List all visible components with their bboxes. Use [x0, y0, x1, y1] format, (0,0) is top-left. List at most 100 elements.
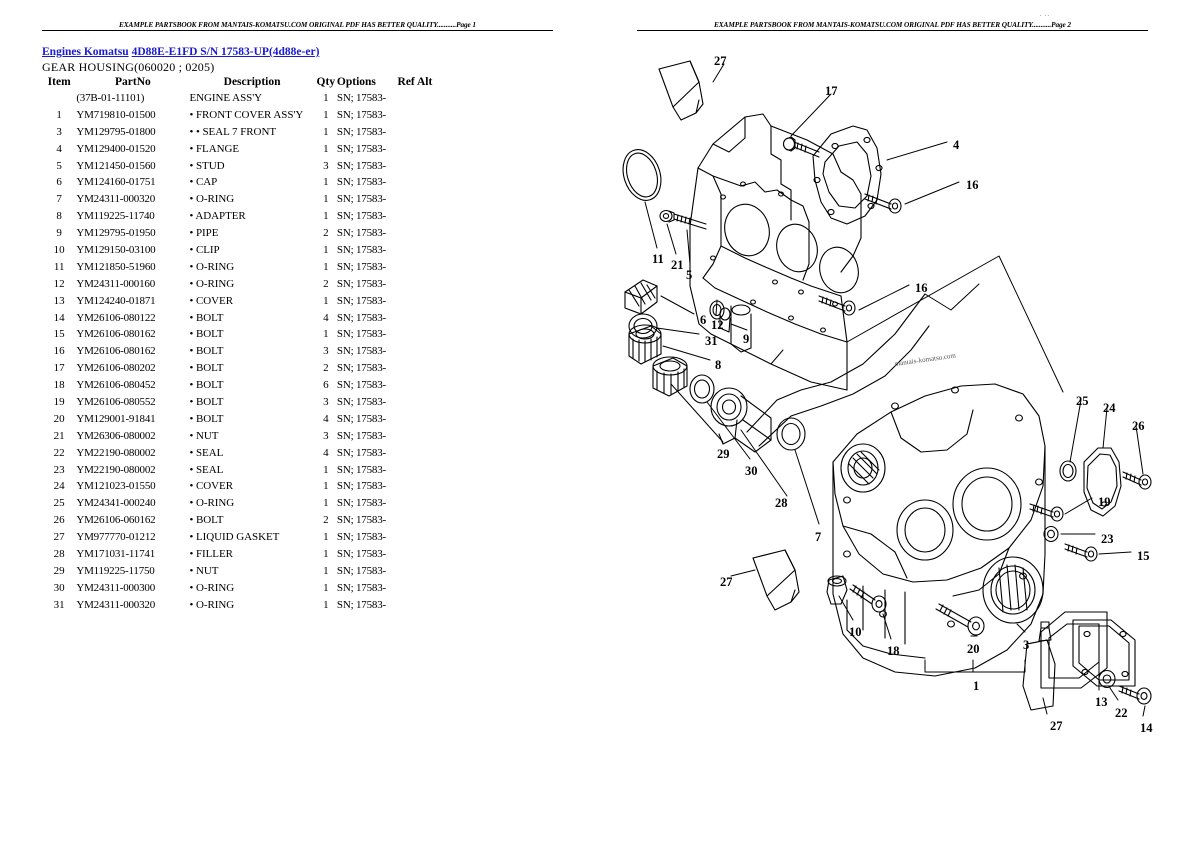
- table-row-qty: 1: [323, 328, 329, 341]
- part-bolt-14: [1118, 685, 1152, 705]
- table-row-description: • LIQUID GASKET: [189, 531, 280, 544]
- diagram-callout-8[interactable]: 8: [715, 358, 722, 372]
- table-row-refalt: [398, 345, 442, 362]
- table-row-description: • BOLT: [189, 514, 224, 527]
- model-link[interactable]: 4D88E-E1FD S/N 17583-UP(4d88e-er): [131, 46, 320, 58]
- table-row-options: SN; 17583-: [336, 463, 386, 476]
- diagram-callout-22[interactable]: 22: [1115, 706, 1128, 720]
- table-row-partno: YM129795-01950: [76, 227, 156, 240]
- diagram-callout-7[interactable]: 7: [815, 530, 822, 544]
- table-row-partno: YM24341-000240: [76, 497, 156, 510]
- table-row-options: SN; 17583-: [336, 210, 386, 223]
- table-row-description: • BOLT: [189, 311, 224, 324]
- diagram-callout-23[interactable]: 23: [1101, 532, 1114, 546]
- table-row-description: • CLIP: [189, 244, 220, 257]
- diagram-callout-16[interactable]: 16: [966, 178, 979, 192]
- diagram-callout-21[interactable]: 21: [671, 258, 684, 272]
- diagram-callout-1[interactable]: 1: [973, 679, 980, 693]
- diagram-callout-27[interactable]: 27: [1050, 719, 1063, 733]
- table-row-partno: YM26106-080552: [76, 396, 156, 409]
- page-header-right: EXAMPLE PARTSBOOK FROM MANTAIS-KOMATSU.C…: [637, 20, 1148, 36]
- diagram-callout-11[interactable]: 11: [652, 252, 664, 266]
- table-row-qty: 1: [323, 548, 329, 561]
- table-row-item: 30: [53, 581, 65, 594]
- table-row-qty: 1: [323, 497, 329, 510]
- breadcrumb-engines-komatsu[interactable]: Engines Komatsu: [42, 46, 129, 58]
- diagram-callout-26[interactable]: 26: [1132, 419, 1145, 433]
- table-row-description: • BOLT: [189, 345, 224, 358]
- diagram-callout-27[interactable]: 27: [720, 575, 733, 589]
- part-bolt-20: [935, 603, 985, 636]
- table-row-qty: 1: [323, 581, 329, 594]
- diagram-callout-25[interactable]: 25: [1076, 394, 1089, 408]
- diagram-callout-27[interactable]: 27: [714, 54, 727, 68]
- diagram-callout-19[interactable]: 19: [1098, 495, 1111, 509]
- table-row-item: 4: [56, 142, 62, 155]
- diagram-callout-29[interactable]: 29: [717, 447, 730, 461]
- diagram-callout-31[interactable]: 31: [705, 334, 718, 348]
- column-header-item: Item: [47, 76, 71, 88]
- diagram-callout-20[interactable]: 20: [967, 642, 980, 656]
- diagram-callout-30[interactable]: 30: [745, 464, 758, 478]
- table-row-options: SN; 17583-: [336, 564, 386, 577]
- part-oring-25: [1059, 460, 1077, 482]
- diagram-callout-14[interactable]: 14: [1140, 721, 1153, 735]
- part-adapter-8: [628, 324, 662, 365]
- diagram-callout-9[interactable]: 9: [743, 332, 750, 346]
- diagram-callout-5[interactable]: 5: [686, 268, 693, 282]
- table-row-options: SN; 17583-: [336, 581, 386, 594]
- diagram-callout-13[interactable]: 13: [1095, 695, 1108, 709]
- table-row-item: 19: [53, 396, 65, 409]
- diagram-callout-3[interactable]: 3: [1023, 638, 1030, 652]
- table-row-refalt: [398, 531, 442, 548]
- diagram-callout-4[interactable]: 4: [953, 138, 960, 152]
- table-row-partno: YM977770-01212: [76, 531, 156, 544]
- diagram-callout-17[interactable]: 17: [825, 84, 838, 98]
- table-row-refalt: [398, 430, 442, 447]
- diagram-callout-16[interactable]: 16: [915, 281, 928, 295]
- diagram-callout-12[interactable]: 12: [711, 318, 724, 332]
- diagram-callout-10[interactable]: 10: [849, 625, 862, 639]
- diagram-callout-18[interactable]: 18: [887, 644, 900, 658]
- table-row-qty: 4: [323, 311, 329, 324]
- table-row-partno: YM121023-01550: [76, 480, 156, 493]
- diagram-callout-15[interactable]: 15: [1137, 549, 1150, 563]
- diagram-callout-24[interactable]: 24: [1103, 401, 1116, 415]
- diagram-callout-28[interactable]: 28: [775, 496, 788, 510]
- table-row-options: SN; 17583-: [336, 244, 386, 257]
- column-header-description: Description: [223, 76, 281, 88]
- table-row-description: • FILLER: [189, 548, 233, 561]
- diagram-callout-6[interactable]: 6: [700, 313, 707, 327]
